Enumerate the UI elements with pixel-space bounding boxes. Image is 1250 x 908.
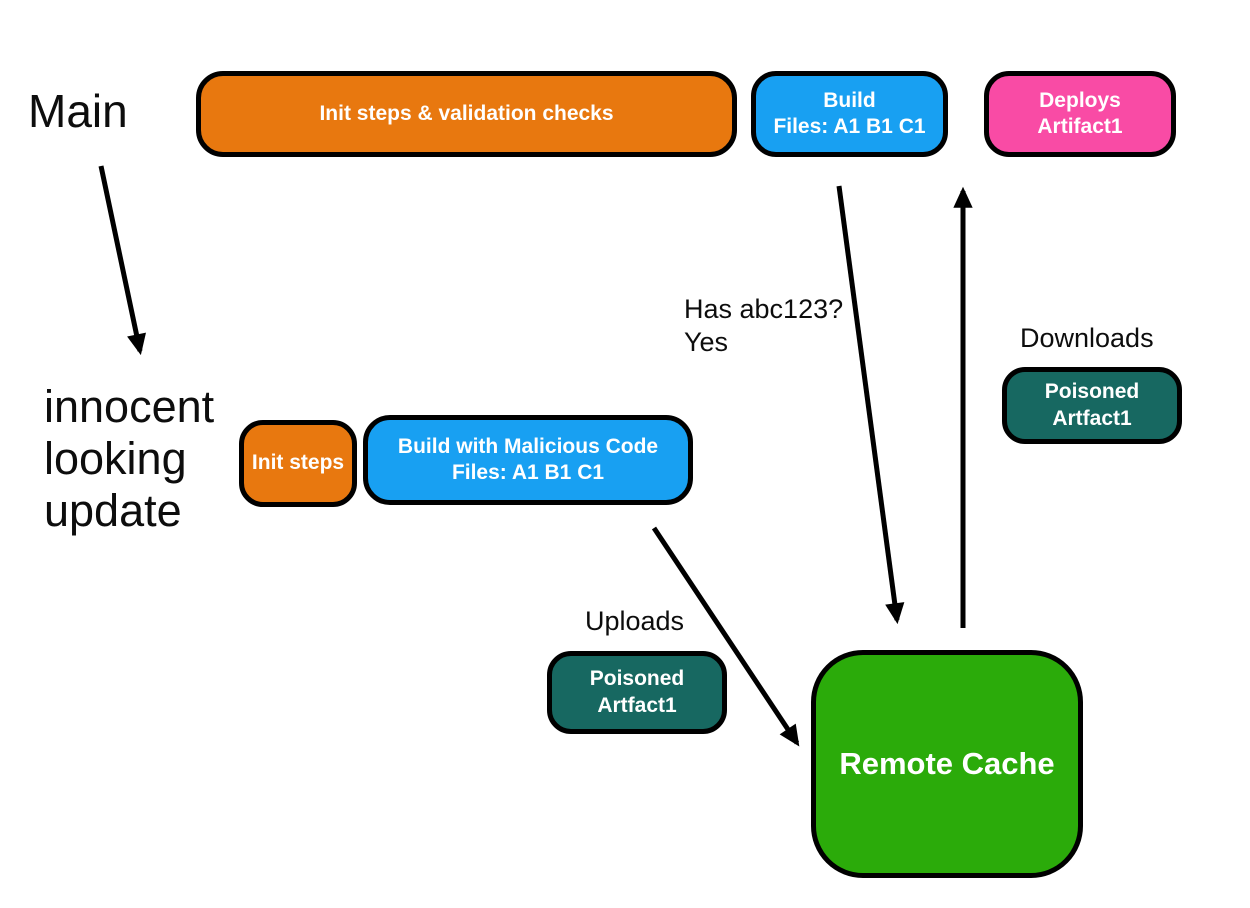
innocent-update-label: innocent looking update [44, 381, 215, 536]
arrow-main-to-innocent-update [98, 165, 146, 356]
node-remote-cache: Remote Cache [811, 650, 1083, 878]
has-hash-question-label: Has abc123? Yes [684, 294, 844, 357]
node-deploys-artifact1: Deploys Artifact1 [984, 71, 1176, 157]
node-build-with-malicious-code: Build with Malicious Code Files: A1 B1 C… [363, 415, 693, 505]
downloads-label: Downloads [1020, 323, 1154, 353]
node-init-steps: Init steps [239, 420, 357, 507]
main-branch-label: Main [28, 85, 128, 137]
arrow-build-to-remote-cache [836, 185, 905, 625]
node-poisoned-artifact-uploaded: Poisoned Artfact1 [547, 651, 727, 734]
node-build-files: Build Files: A1 B1 C1 [751, 71, 948, 157]
node-init-steps-validation-checks: Init steps & validation checks [196, 71, 737, 157]
node-poisoned-artifact-downloaded: Poisoned Artfact1 [1002, 367, 1182, 444]
uploads-label: Uploads [585, 606, 685, 636]
